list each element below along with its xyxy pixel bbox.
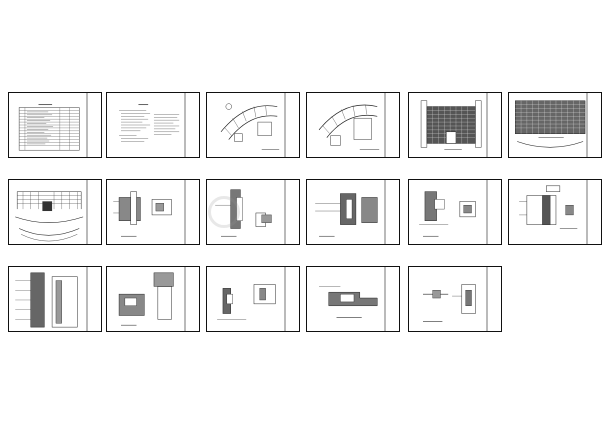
section-drawing [519, 180, 588, 244]
detail-drawing [319, 267, 386, 331]
detail-drawing [423, 267, 488, 331]
drawing-sheet-1-index[interactable] [8, 92, 102, 158]
detail-drawing [118, 267, 186, 331]
drawing-sheet-8-detail[interactable] [106, 179, 200, 245]
detail-drawing [113, 180, 186, 244]
drawing-sheet-17-detail[interactable] [408, 266, 502, 332]
curved-plan-drawing [318, 93, 386, 157]
drawing-sheet-15-detail[interactable] [206, 266, 300, 332]
drawing-sheet-4-curved-plan[interactable] [306, 92, 400, 158]
elevation-wide-drawing [515, 93, 588, 157]
notes-drawing [119, 93, 186, 157]
drawing-sheet-10-detail[interactable] [306, 179, 400, 245]
curved-elevation-drawing [15, 180, 88, 244]
drawing-sheet-11-detail[interactable] [408, 179, 502, 245]
drawing-sheet-3-curved-plan[interactable] [206, 92, 300, 158]
section-tall-drawing [15, 267, 88, 331]
index-table-drawing [18, 93, 88, 157]
detail-drawing [217, 267, 286, 331]
elevation-drawing [420, 93, 488, 157]
detail-drawing [315, 180, 386, 244]
drawing-sheet-9-detail[interactable] [206, 179, 300, 245]
curved-plan-drawing [220, 93, 286, 157]
drawing-sheet-2-notes[interactable] [106, 92, 200, 158]
drawing-sheet-16-detail[interactable] [306, 266, 400, 332]
detail-drawing [215, 180, 286, 244]
drawing-sheet-12-section[interactable] [508, 179, 602, 245]
drawing-sheet-13-section[interactable] [8, 266, 102, 332]
drawing-sheet-6-elevation-wide[interactable] [508, 92, 602, 158]
drawing-sheet-14-detail[interactable] [106, 266, 200, 332]
drawing-sheet-7-curved-elevation[interactable] [8, 179, 102, 245]
drawing-sheet-5-elevation[interactable] [408, 92, 502, 158]
detail-drawing [419, 180, 488, 244]
